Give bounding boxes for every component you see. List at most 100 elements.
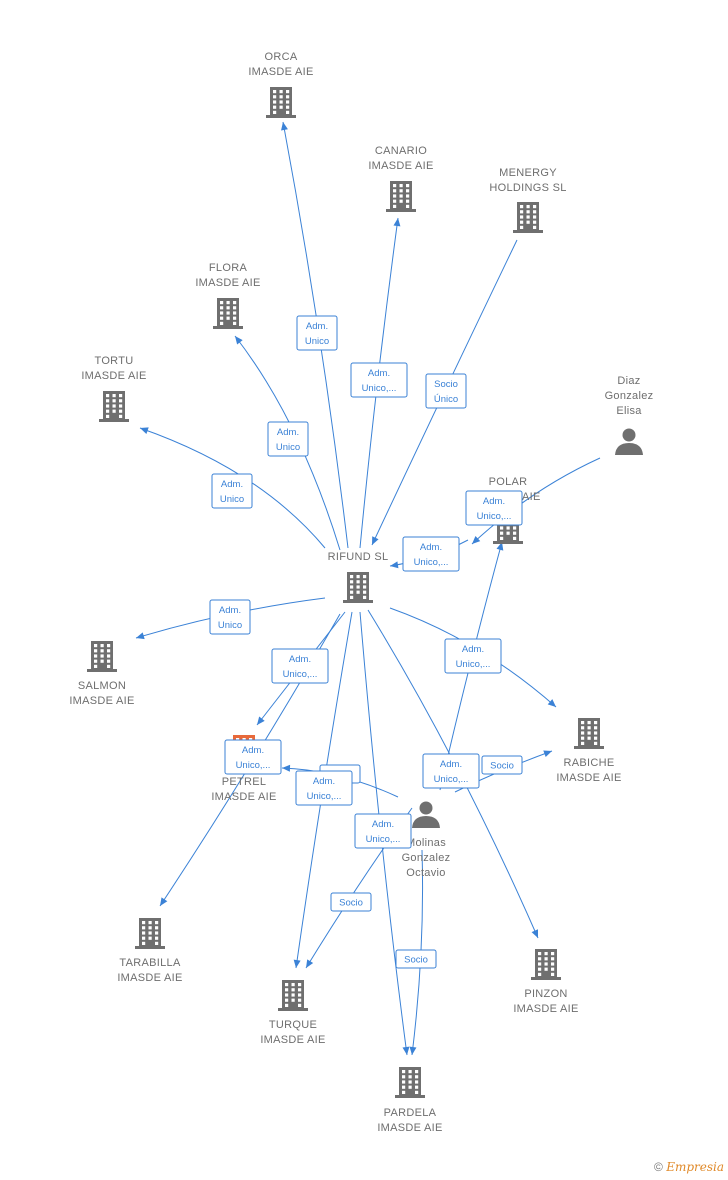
- edge-label-text: Unico,...: [366, 834, 401, 845]
- building-icon: [574, 718, 604, 749]
- edge-label-text: Unico: [276, 442, 300, 453]
- footer-credit: © Empresia: [654, 1160, 724, 1174]
- building-icon: [135, 918, 165, 949]
- edge-label[interactable]: Adm.Unico: [296, 315, 338, 351]
- edge-label-text: Adm.: [420, 542, 442, 553]
- building-icon: [213, 298, 243, 329]
- node-rabiche[interactable]: RABICHE IMASDE AIE: [556, 718, 621, 784]
- node-label: IMASDE AIE: [81, 370, 146, 382]
- edge-label-box: [295, 770, 353, 806]
- edge-label[interactable]: Adm. Unico,...: [402, 536, 460, 572]
- node-label: IMASDE AIE: [556, 772, 621, 784]
- node-label: TARABILLA: [119, 957, 181, 969]
- edge-label[interactable]: Adm.Unico,...: [465, 490, 523, 526]
- node-label: PINZON: [524, 988, 567, 1000]
- node-label: POLAR: [489, 476, 528, 488]
- edge-label-text: Unico,...: [456, 659, 491, 670]
- node-label: Elisa: [616, 405, 642, 417]
- arrowhead-icon: [160, 897, 168, 906]
- node-label: Molinas: [406, 837, 446, 849]
- node-label: IMASDE AIE: [69, 695, 134, 707]
- arrowhead-icon: [409, 1046, 417, 1055]
- node-label: IMASDE AIE: [260, 1034, 325, 1046]
- node-label: CANARIO: [375, 145, 427, 157]
- building-icon: [343, 572, 373, 603]
- arrowhead-icon: [282, 764, 291, 772]
- arrowhead-icon: [543, 750, 552, 758]
- node-canario[interactable]: CANARIO IMASDE AIE: [368, 145, 433, 212]
- edge-labels-layer: Adm.UnicoAdm.Unico,...SocioÚnicoAdm.Unic…: [209, 315, 523, 969]
- edge-label[interactable]: Adm.Unico,...: [224, 739, 282, 775]
- edge-label[interactable]: Adm.Unico,...: [271, 648, 329, 684]
- edge-label-box: [402, 536, 460, 572]
- node-label: PARDELA: [384, 1107, 437, 1119]
- edge-label-box: [354, 813, 412, 849]
- edge-diaz-polar[interactable]: [471, 457, 601, 545]
- arrowhead-icon: [393, 218, 401, 227]
- edge-label-text: Unico,...: [236, 760, 271, 771]
- edge-label-box: [425, 373, 467, 409]
- edge-label[interactable]: Socio: [481, 755, 523, 775]
- building-icon: [266, 87, 296, 118]
- node-label: IMASDE AIE: [368, 160, 433, 172]
- node-label: TORTU: [95, 355, 134, 367]
- edge-label-box: [465, 490, 523, 526]
- edge-label-box: [444, 638, 502, 674]
- edge-label-text: Socio: [490, 761, 514, 772]
- arrowhead-icon: [496, 542, 504, 551]
- arrowhead-icon: [281, 122, 288, 131]
- arrowhead-icon: [257, 716, 265, 725]
- edge-label-text: Unico: [305, 336, 329, 347]
- edge-label[interactable]: Adm.Unico,...: [444, 638, 502, 674]
- node-label: RABICHE: [564, 757, 615, 769]
- edge-label[interactable]: Adm.Unico: [211, 473, 253, 509]
- building-icon: [513, 202, 543, 233]
- arrowhead-icon: [390, 561, 399, 569]
- node-label: PETREL: [222, 776, 267, 788]
- edge-label[interactable]: Adm.Unico,...: [350, 362, 408, 398]
- arrowhead-icon: [531, 929, 538, 938]
- edge-label[interactable]: Adm.Unico,...: [422, 753, 480, 789]
- edge-label-text: Unico,...: [414, 557, 449, 568]
- edge-label-text: Socio: [404, 955, 428, 966]
- edge-label[interactable]: Socio: [330, 892, 372, 912]
- node-tortu[interactable]: TORTU IMASDE AIE: [81, 355, 146, 422]
- building-icon: [395, 1067, 425, 1098]
- arrowhead-icon: [306, 959, 314, 968]
- node-label: IMASDE AIE: [248, 66, 313, 78]
- edge-label-text: Socio: [434, 379, 458, 390]
- edge-label[interactable]: Adm.Unico,...: [295, 770, 353, 806]
- building-icon: [99, 391, 129, 422]
- edge-label-text: Unico,...: [434, 774, 469, 785]
- edge-label-box: [267, 421, 309, 457]
- edge-label[interactable]: Adm.Unico: [209, 599, 251, 635]
- node-label: IMASDE AIE: [211, 791, 276, 803]
- edge-label-box: [209, 599, 251, 635]
- node-label: Gonzalez: [605, 390, 654, 402]
- person-icon: [412, 801, 440, 828]
- copyright-symbol: ©: [654, 1160, 663, 1174]
- node-rifund[interactable]: RIFUND SL: [328, 551, 389, 603]
- edge-label[interactable]: Socio: [395, 949, 437, 969]
- edge-label-text: Adm.: [372, 819, 394, 830]
- arrowhead-icon: [547, 699, 556, 707]
- edge-label[interactable]: Adm.Unico: [267, 421, 309, 457]
- edge-label[interactable]: Adm. Unico,...: [354, 813, 412, 849]
- edge-label-text: Adm.: [483, 496, 505, 507]
- edge-label-box: [224, 739, 282, 775]
- brand-logo[interactable]: Empresia: [666, 1160, 724, 1174]
- edge-label-box: [422, 753, 480, 789]
- edge-label-box: [271, 648, 329, 684]
- edge-label-text: Adm.: [368, 368, 390, 379]
